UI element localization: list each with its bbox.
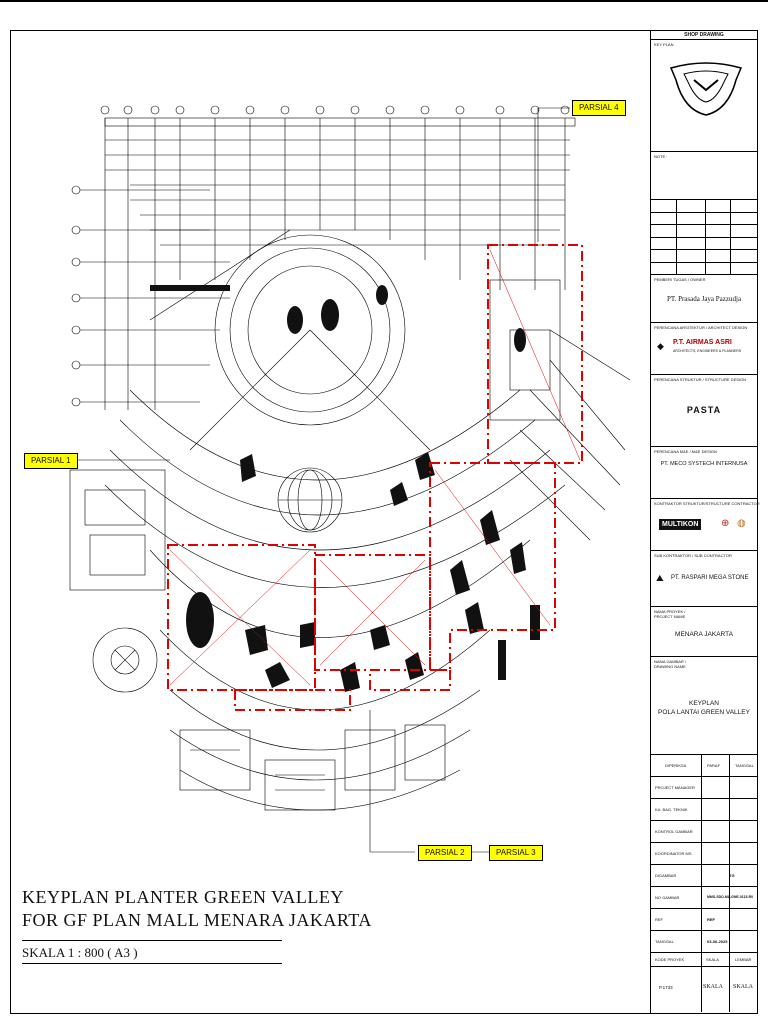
table-divider [729,755,730,1012]
sheet-value: SKALA [733,984,754,990]
approval-row-label: KA. BAG. TEKNIK [655,807,688,812]
project-label-1: NAMA PROYEK / [654,609,686,614]
bottom-value-row: P.1733 SKALA SKALA [651,967,757,1012]
floor-plan-svg [64,105,631,853]
approval-row: KOORDINATOR MS [651,843,757,865]
callout-parsial-3: PARSIAL 3 [489,845,543,861]
grid-axis-bubbles-left [71,185,81,407]
note-label: NOTE : [654,154,668,159]
approval-row-label: REF [655,917,663,922]
architect-logo-icon: ◆ [657,341,664,351]
drawing-title-line-2: FOR GF PLAN MALL MENARA JAKARTA [22,910,372,930]
project-label-2: PROJECT NAME [654,614,686,619]
approval-row-label: PROJECT MANAGER [655,785,695,790]
approval-row: TANGGAL 03-06-2025 [651,931,757,953]
parsial-3-zone [429,462,556,671]
drawing-title-line-1: KEYPLAN PLANTER GREEN VALLEY [22,887,344,907]
callout-parsial-1: PARSIAL 1 [24,453,78,469]
contractor-cell: KONTRAKTOR STRUKTUR/STRUCTURE CONTRACTOR… [651,499,760,551]
architect-subtitle: ARCHITECTS, ENGINEERS & PLANNERS [673,349,742,353]
key-plan-cell: KEY PLAN [651,40,757,152]
key-plan-icon [669,62,743,116]
contractor-badge-icon: ⊕ [721,518,730,529]
approval-row-value: REF [707,917,715,922]
owner-name: PT. Prasada Jaya Pazzudja [666,295,742,303]
subcontractor-cell: SUB KONTRAKTOR / SUB CONTRACTOR ⛰ PT. RA… [651,551,757,607]
project-cell: NAMA PROYEK / PROJECT NAME MENARA JAKART… [651,607,757,657]
key-plan-label: KEY PLAN [654,42,674,47]
parsial-4-zone [487,244,583,464]
structure-logo: PASTA [686,405,722,415]
approval-row: NO GAMBAR MMS-SDD-ML-GNE-0115-R0 [651,887,757,909]
contractor-logo: MULTIKON [659,519,702,530]
top-structure-band [104,117,576,127]
contractor-label: KONTRAKTOR STRUKTUR/STRUCTURE CONTRACTOR [654,501,760,506]
certification-badge-icon: ◍ [737,518,746,529]
drawing-number-value: MMS-SDD-ML-GNE-0115-R0 [707,895,754,899]
owner-label: PEMBERI TUGAS / OWNER [654,277,706,282]
scale-value: SKALA [703,984,724,990]
project-code-value: P.1733 [659,985,673,990]
drawing-scale: SKALA 1 : 800 ( A3 ) [22,940,282,964]
approval-header-row: DIPERIKSA PARAF TANGGAL [651,755,757,777]
approval-row-label: KOORDINATOR MS [655,851,692,856]
approval-row: PROJECT MANAGER [651,777,757,799]
approval-row-label: NO GAMBAR [655,895,680,900]
mep-label: PERENCANA M&E / M&E DESIGN [654,449,717,454]
approval-row: REF REF [651,909,757,931]
owner-cell: PEMBERI TUGAS / OWNER PT. Prasada Jaya P… [651,275,757,323]
approval-row: DIGAMBAR TG [651,865,757,887]
structure-label: PERENCANA STRUKTUR / STRUCTURE DESIGN [654,377,747,382]
floor-plan-drawing [10,30,650,880]
subcontractor-logo-icon: ⛰ [656,573,664,583]
subcontractor-label: SUB KONTRAKTOR / SUB CONTRACTOR [654,553,732,558]
sheet-top-line [0,0,768,2]
architect-cell: PERENCANA ARSITEKTUR / ARCHITECT DESIGN … [651,323,757,375]
approval-row-label: KONTROL GAMBAR [655,829,693,834]
drawing-name-cell: NAMA GAMBAR / DRAWING NAME KEYPLAN POLA … [651,657,757,755]
callout-parsial-4: PARSIAL 4 [572,100,626,116]
mep-cell: PERENCANA M&E / M&E DESIGN PT. MECO SYST… [651,447,757,499]
structure-cell: PERENCANA STRUKTUR / STRUCTURE DESIGN PA… [651,375,757,447]
title-block-column: SHOP DRAWING KEY PLAN NOTE : PEMBERI TUG… [650,30,760,1014]
project-name: MENARA JAKARTA [675,631,733,638]
drawing-label-2: DRAWING NAME [654,664,686,669]
drawing-name-1: KEYPLAN [689,700,719,707]
drawing-name-2: POLA LANTAI GREEN VALLEY [658,709,750,716]
table-divider [701,755,702,1012]
planter-shapes [150,285,540,692]
architect-logo: P.T. AIRMAS ASRI [673,339,732,346]
drawing-sheet-border [10,30,758,1014]
col-tanggal: TANGGAL [735,763,754,768]
grid-axis-bubbles-top [100,105,570,115]
shop-drawing-header: SHOP DRAWING [684,32,724,38]
partial-zone-boundaries [167,244,583,711]
approval-row-value: TG [729,873,735,878]
sheet-header: LEMBAR [735,957,752,962]
callout-parsial-2: PARSIAL 2 [418,845,472,861]
scale-header: SKALA [706,957,719,962]
parsial-1-zone [167,544,316,691]
approval-row-label: TANGGAL [655,939,674,944]
drawing-title-block: KEYPLAN PLANTER GREEN VALLEY FOR GF PLAN… [22,886,622,964]
approval-row: KONTROL GAMBAR [651,821,757,843]
architect-label: PERENCANA ARSITEKTUR / ARCHITECT DESIGN [654,325,748,330]
col-checked: DIPERIKSA [665,763,687,768]
bottom-header-row: KODE PROYEK SKALA LEMBAR [651,953,757,967]
left-circular-stair [92,627,158,693]
header-cell: SHOP DRAWING [651,30,757,40]
mep-name: PT. MECO SYSTECH INTERNUSA [660,461,748,467]
drawing-label-1: NAMA GAMBAR / [654,659,687,664]
subcontractor-name: PT. RASPARI MEGA STONE [671,575,749,581]
note-cell: NOTE : [651,152,757,200]
revision-grid [651,200,757,275]
approval-row-label: DIGAMBAR [655,873,677,878]
col-paraf: PARAF [707,763,721,768]
approval-row: KA. BAG. TEKNIK [651,799,757,821]
project-code-header: KODE PROYEK [655,957,685,962]
drawing-date-value: 03-06-2025 [707,939,728,944]
